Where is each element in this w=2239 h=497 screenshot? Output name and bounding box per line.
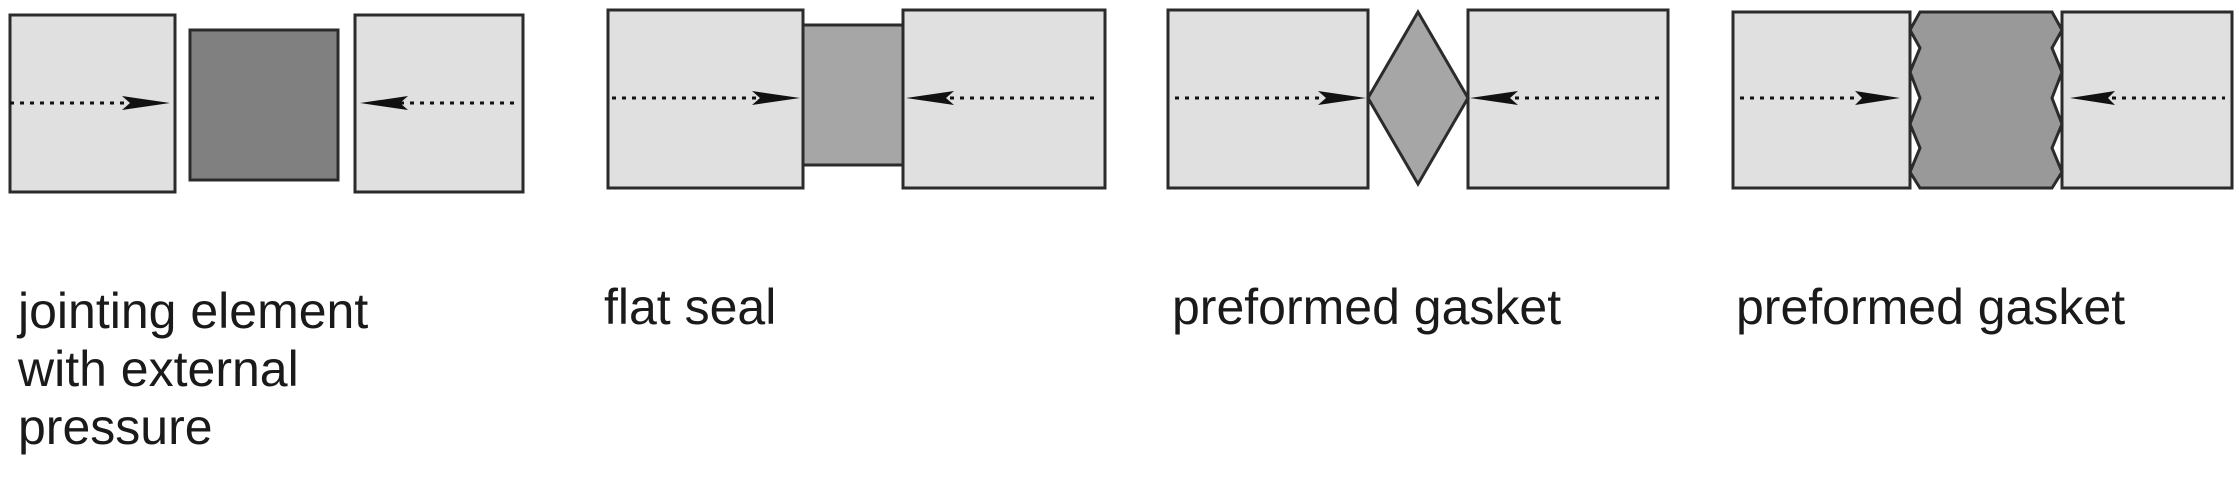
label-line: preformed gasket bbox=[1736, 279, 2126, 335]
label-line: preformed gasket bbox=[1172, 279, 1562, 335]
arrow-left-icon bbox=[2070, 91, 2115, 105]
arrow-left-icon bbox=[1470, 91, 1518, 105]
arrow-right-icon bbox=[752, 91, 800, 105]
label-preformed-gasket-diamond: preformed gasket bbox=[1172, 278, 1561, 336]
panel-preformed-gasket-diamond bbox=[1166, 8, 1670, 190]
arrow-right-icon bbox=[1318, 91, 1366, 105]
label-line: flat seal bbox=[604, 279, 777, 335]
label-flat-seal: flat seal bbox=[604, 278, 776, 336]
diamond-gasket bbox=[1366, 9, 1470, 187]
panel-flat-seal bbox=[606, 8, 1107, 190]
arrow-right-icon bbox=[1855, 91, 1900, 105]
label-line: with external bbox=[18, 341, 299, 397]
label-line: jointing element bbox=[18, 283, 369, 339]
arrow-left-icon bbox=[360, 96, 408, 110]
jointing-element bbox=[188, 28, 340, 182]
flat-seal bbox=[801, 23, 905, 167]
label-line: pressure bbox=[18, 399, 213, 455]
label-preformed-gasket-serrated: preformed gasket bbox=[1736, 278, 2125, 336]
label-jointing-element: jointing element with external pressure bbox=[18, 282, 368, 456]
arrow-left-icon bbox=[906, 91, 954, 105]
arrow-right-icon bbox=[122, 96, 170, 110]
panel-jointing-element bbox=[8, 13, 525, 194]
panel-preformed-gasket-serrated bbox=[1731, 10, 2234, 190]
serrated-gasket bbox=[1908, 10, 2064, 190]
